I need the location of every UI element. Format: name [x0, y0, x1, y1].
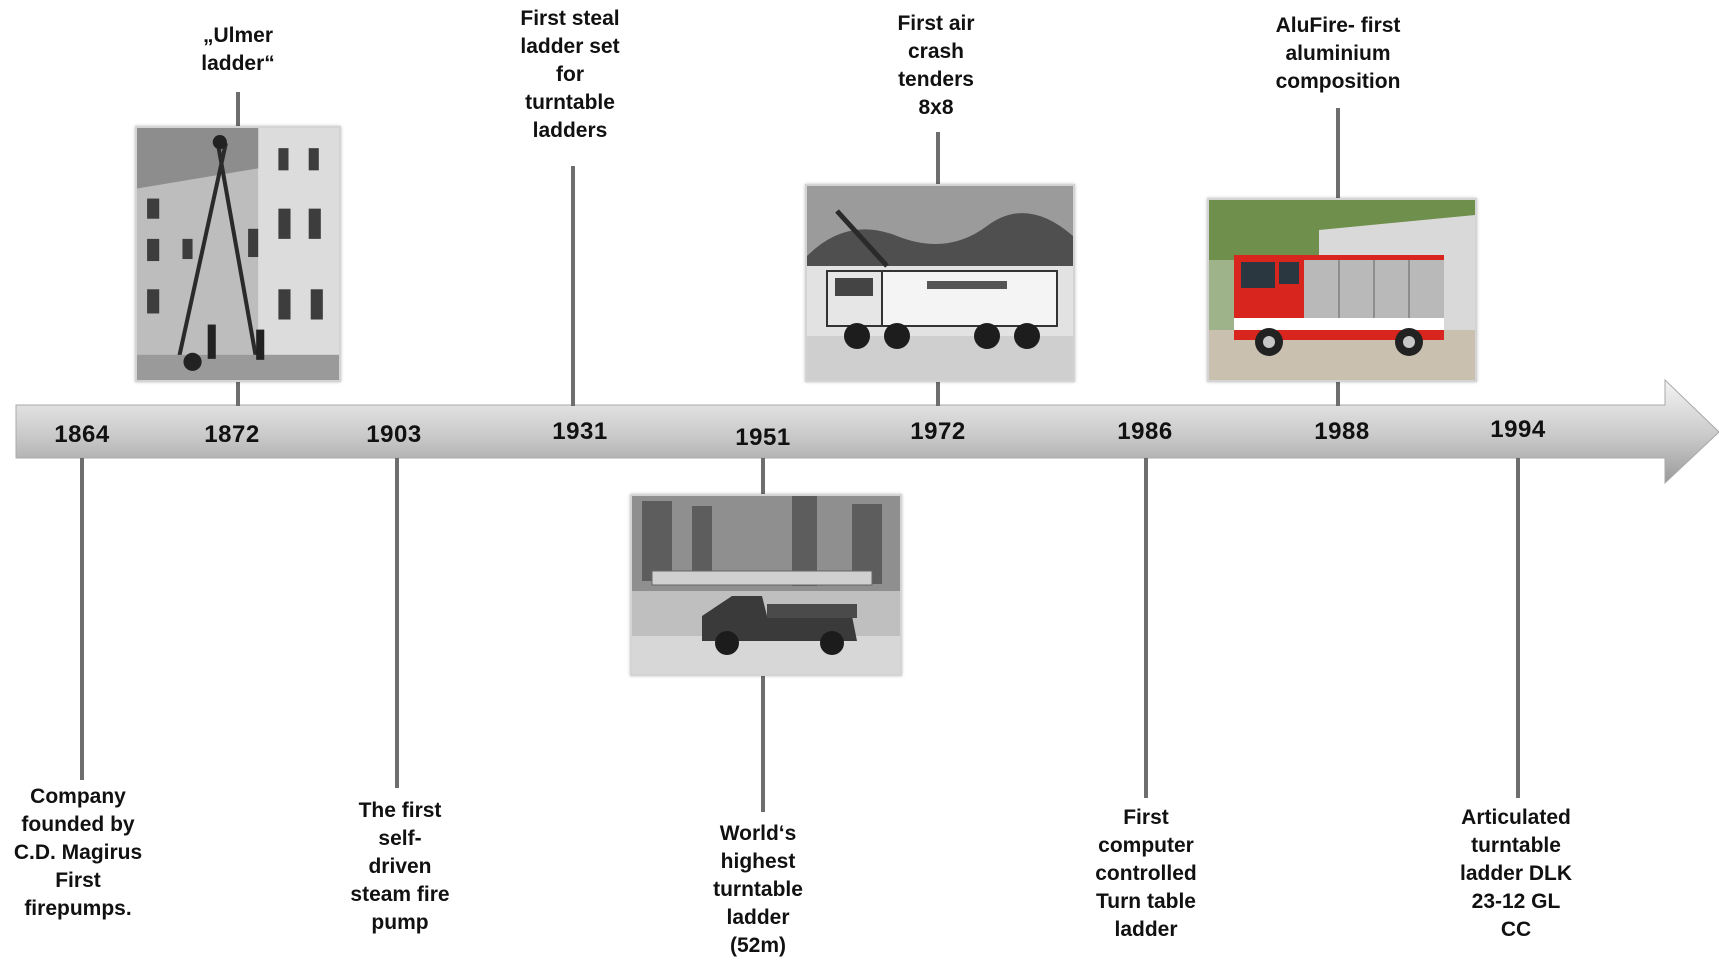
event-label-1931: First steal ladder set for turntable lad…: [520, 7, 620, 142]
stem-1986: [1144, 458, 1148, 798]
stem-1994: [1516, 458, 1520, 798]
year-label: 1931: [552, 418, 608, 445]
stem-1951-bottom: [761, 672, 765, 812]
year-label: 1872: [204, 421, 260, 448]
alufire-truck-photo: [1207, 198, 1477, 382]
event-label-1903: The first self- driven steam fire pump: [350, 799, 450, 934]
event-label-1986: First computer controlled Turn table lad…: [1095, 806, 1197, 941]
event-label-1951: World‘s highest turntable ladder (52m): [713, 822, 803, 957]
stem-1972-bottom: [936, 378, 940, 406]
event-label-1972: First air crash tenders 8x8: [897, 12, 975, 119]
event-label-1864: Company founded by C.D. Magirus First fi…: [13, 785, 143, 920]
stem-1988-bottom: [1336, 378, 1340, 406]
stem-1864: [80, 458, 84, 780]
year-label: 1986: [1117, 418, 1173, 445]
stem-1903: [395, 458, 399, 788]
stem-1872-bottom: [236, 378, 240, 406]
event-label-1872: „Ulmer ladder“: [201, 24, 275, 75]
stem-1988-top: [1336, 108, 1340, 198]
year-label: 1994: [1490, 416, 1546, 443]
ladder-photo: [135, 126, 341, 382]
year-label: 1903: [366, 421, 422, 448]
year-label: 1972: [910, 418, 966, 445]
year-label: 1988: [1314, 418, 1370, 445]
event-label-1988: AluFire- first aluminium composition: [1275, 14, 1401, 93]
stem-1951-top: [761, 458, 765, 494]
year-label: 1864: [54, 421, 110, 448]
turntable-ladder-photo: [630, 494, 902, 676]
crash-tender-photo: [805, 184, 1075, 382]
stem-1931: [571, 166, 575, 406]
stem-1972-top: [936, 132, 940, 184]
stem-1872-top: [236, 92, 240, 126]
year-label: 1951: [735, 424, 791, 451]
event-label-1994: Articulated turntable ladder DLK 23-12 G…: [1459, 806, 1572, 941]
